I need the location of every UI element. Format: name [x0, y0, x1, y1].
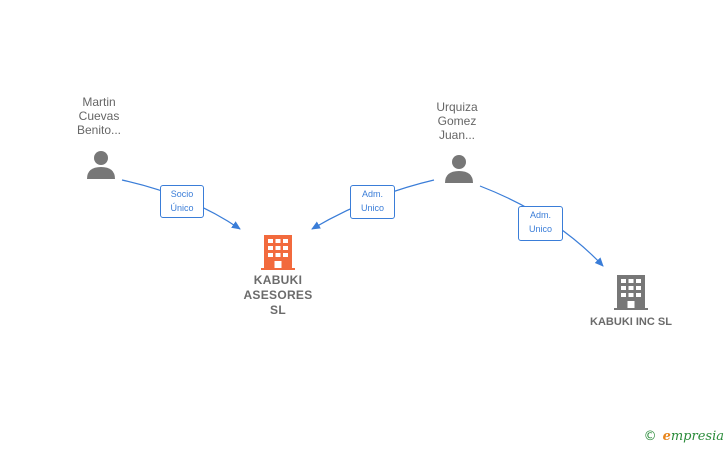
person-icon[interactable] [85, 148, 117, 180]
relation-label-line: Unico [360, 203, 384, 213]
building-icon[interactable] [261, 233, 295, 271]
company-name-line: SL [270, 303, 286, 317]
company-name-line: KABUKI [253, 273, 303, 287]
relation-label-line: Unico [528, 224, 552, 234]
relation-label-adm-unico[interactable]: Adm. Unico [350, 185, 395, 219]
empresia-logo: © empresia [644, 429, 724, 444]
brand-initial: e [662, 429, 671, 444]
relation-label-line: Socio [170, 189, 194, 199]
person-name-line: Urquiza [436, 100, 478, 114]
copyright-symbol: © [643, 429, 657, 444]
person-label-urquiza[interactable]: Urquiza Gomez Juan... [397, 100, 517, 142]
relation-label-adm-unico[interactable]: Adm. Unico [518, 206, 563, 241]
person-name-line: Juan... [438, 128, 476, 142]
person-label-martin[interactable]: Martin Cuevas Benito... [39, 95, 159, 137]
company-label-kabuki-asesores[interactable]: KABUKI ASESORES SL [226, 273, 330, 318]
relation-label-line: Adm. [529, 210, 551, 220]
relation-label-socio-unico[interactable]: Socio Único [160, 185, 204, 218]
person-name-line: Cuevas [78, 109, 120, 123]
company-name-line: ASESORES [243, 288, 313, 302]
person-name-line: Gomez [437, 114, 477, 128]
company-name-line: KABUKI INC SL [590, 316, 672, 328]
company-label-kabuki-inc[interactable]: KABUKI INC SL [576, 315, 686, 330]
building-icon[interactable] [614, 273, 648, 311]
person-icon[interactable] [443, 152, 475, 184]
relation-label-line: Adm. [361, 189, 383, 199]
relation-label-line: Único [170, 203, 194, 213]
person-name-line: Martin [82, 95, 116, 109]
person-name-line: Benito... [76, 123, 122, 137]
brand-rest: mpresia [670, 429, 724, 444]
